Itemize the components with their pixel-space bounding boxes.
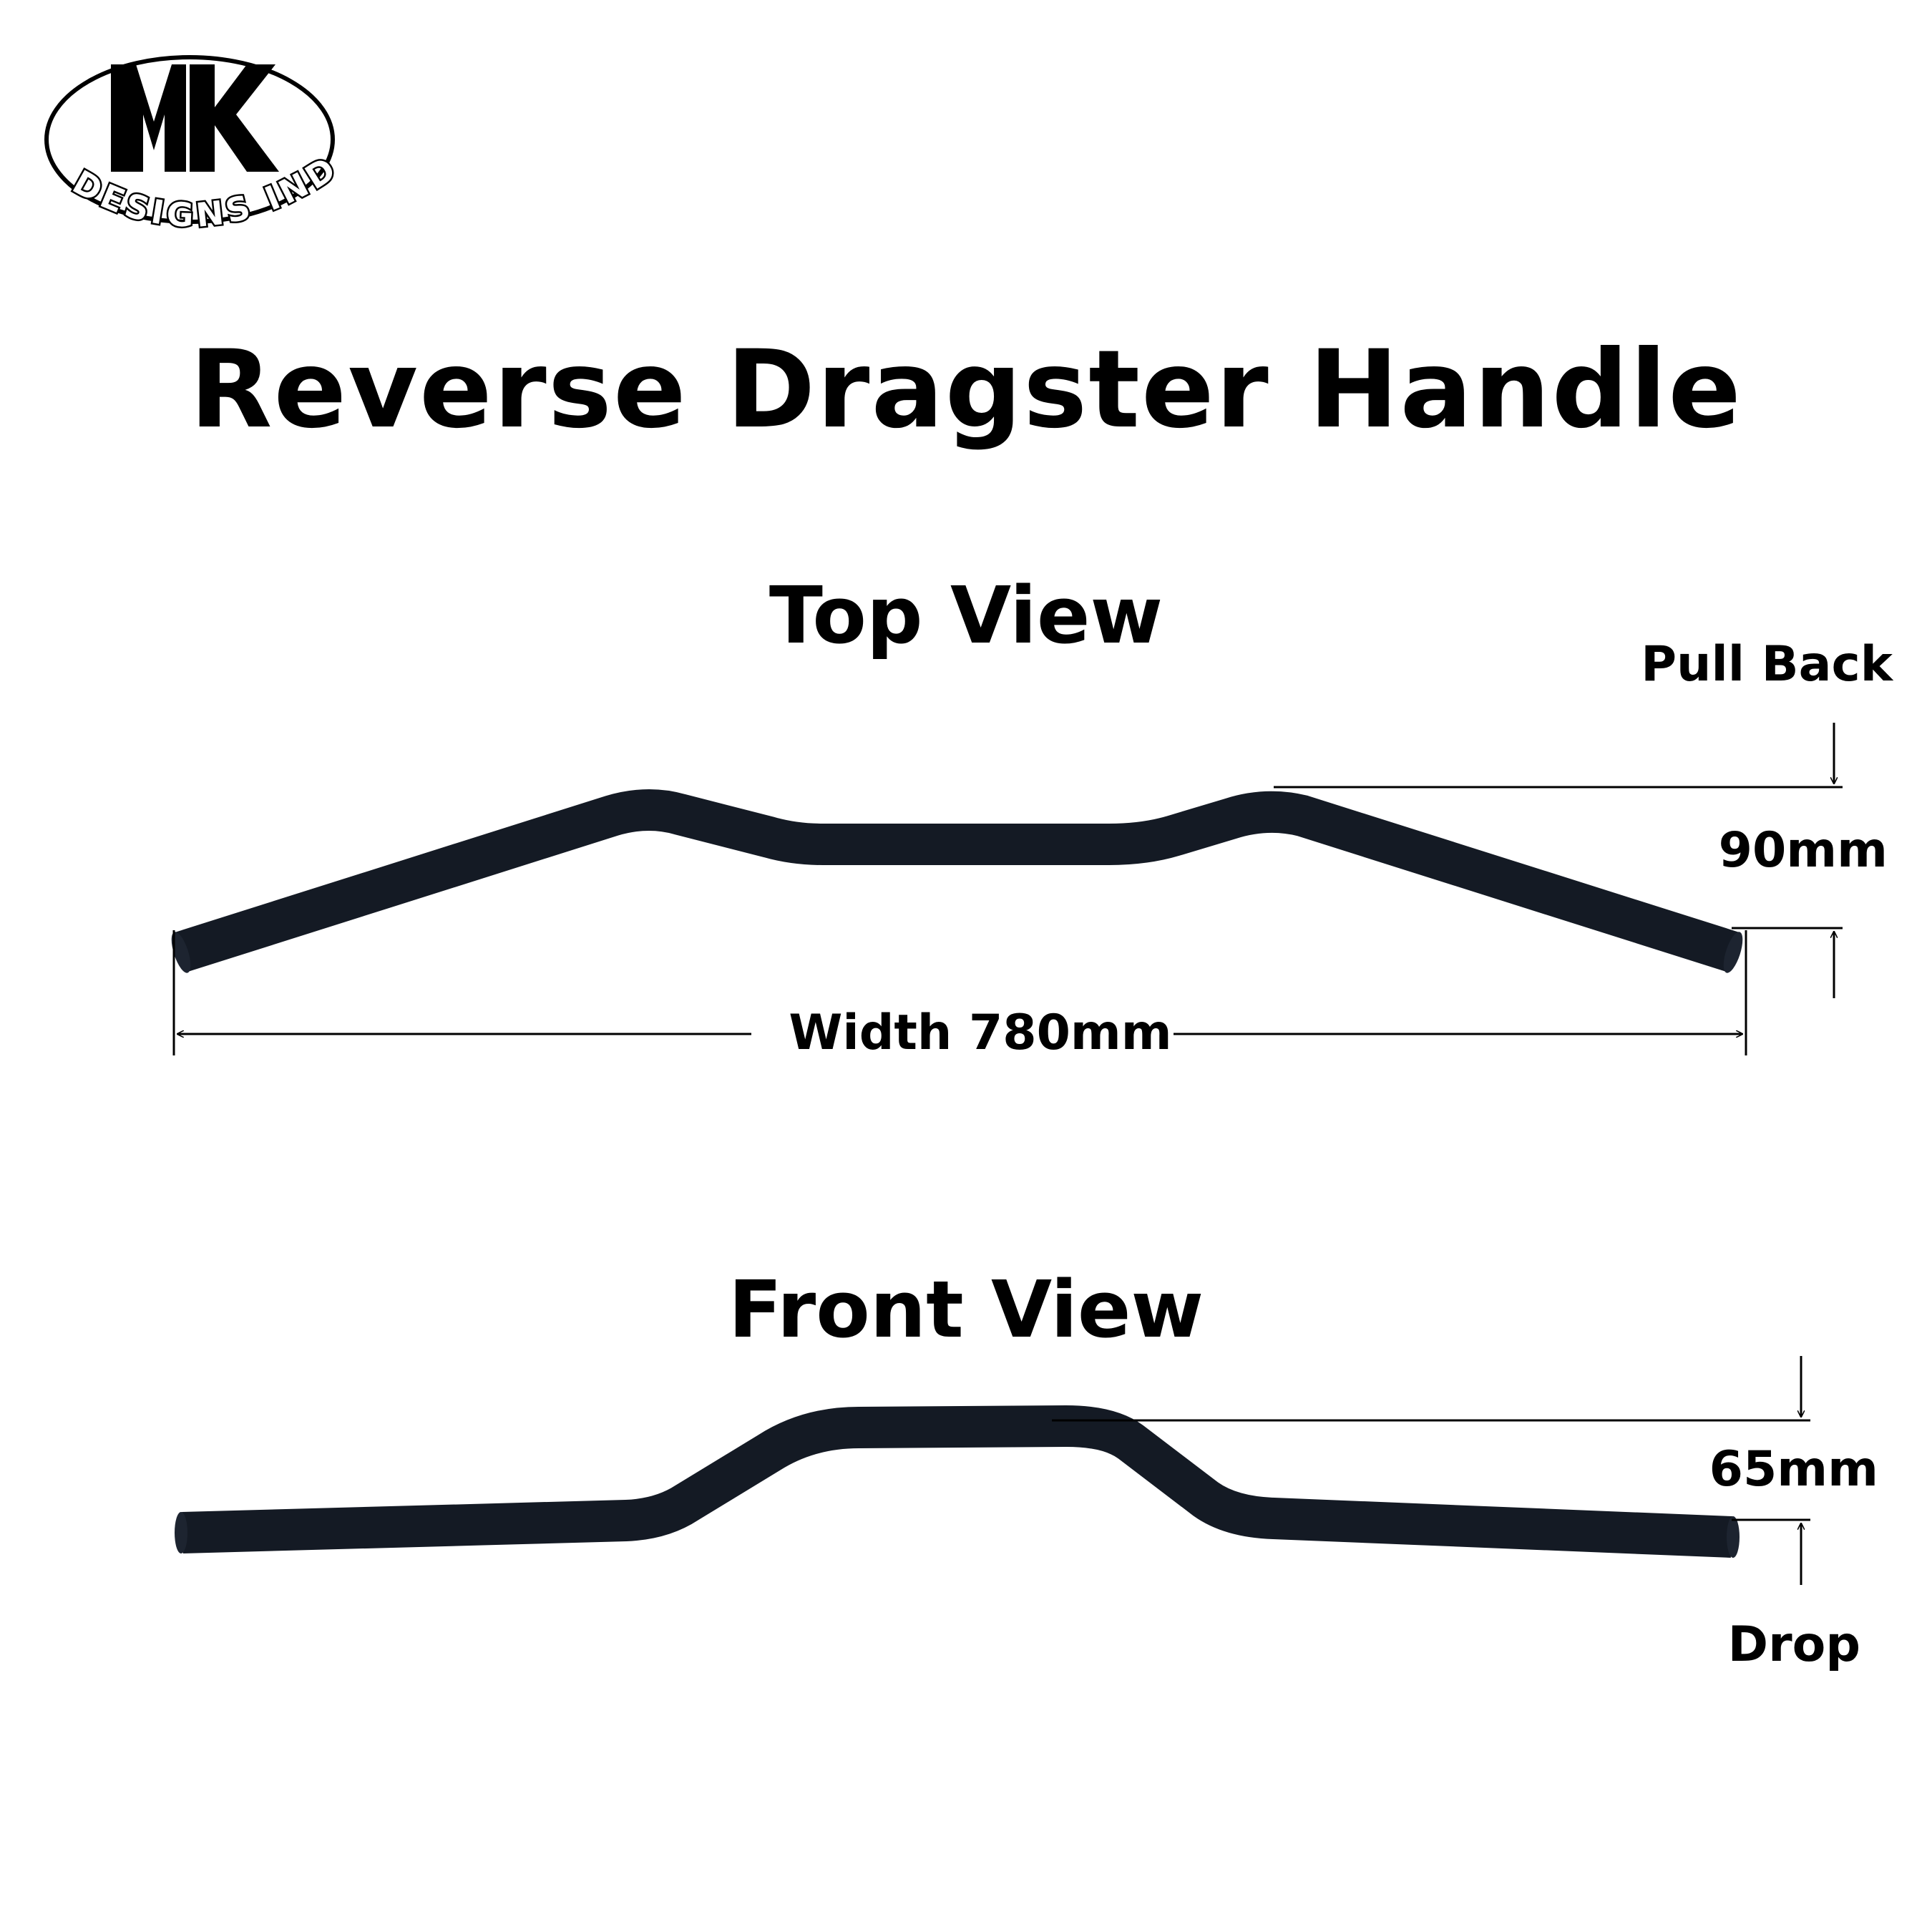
width-label: Width 780mm <box>789 1005 1172 1061</box>
width-dimension <box>172 930 1747 1055</box>
pull-back-value: 90mm <box>1718 822 1888 879</box>
mk-designs-india-logo: DESIGNS INDIA <box>36 36 343 236</box>
pull-back-label: Pull Back <box>1641 636 1893 693</box>
top-view-heading: Top View <box>769 570 1163 661</box>
top-view-handlebar <box>171 789 1743 973</box>
page-title: Reverse Dragster Handle <box>189 328 1743 452</box>
front-view-heading: Front View <box>728 1264 1204 1355</box>
drop-dimension <box>1052 1356 1810 1585</box>
drop-value: 65mm <box>1709 1441 1878 1498</box>
logo-monogram <box>111 64 279 172</box>
pull-back-dimension <box>1274 723 1843 998</box>
front-view-handlebar <box>175 1405 1740 1558</box>
drop-label: Drop <box>1727 1616 1860 1673</box>
logo-ellipse <box>44 55 335 224</box>
